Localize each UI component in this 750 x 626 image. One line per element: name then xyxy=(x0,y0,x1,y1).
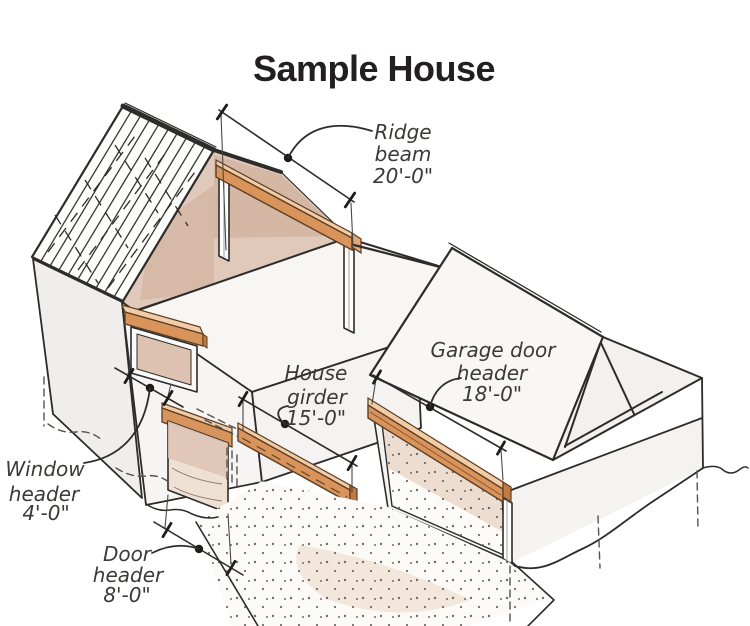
svg-text:Window: Window xyxy=(5,457,85,481)
svg-text:15'-0": 15'-0" xyxy=(286,406,346,430)
house-left-wall xyxy=(32,258,143,499)
svg-text:18'-0": 18'-0" xyxy=(462,382,522,406)
svg-text:beam: beam xyxy=(375,142,432,166)
garage-ridge-line xyxy=(448,242,602,333)
label-window-header: Window header 4'-0" xyxy=(5,457,85,525)
svg-text:House: House xyxy=(285,361,348,385)
ridge-beam xyxy=(215,158,362,255)
garage-gable-truss xyxy=(552,336,703,461)
label-house-girder: House girder 15'-0" xyxy=(285,361,349,430)
garage-grade-line xyxy=(508,467,704,570)
label-ridge-beam: Ridge beam 20'-0" xyxy=(373,120,433,188)
ridge-continuation-line xyxy=(352,243,450,271)
dimension-window-header xyxy=(83,361,184,464)
svg-text:header: header xyxy=(457,361,529,385)
garage-gable-end-wall xyxy=(506,418,703,564)
roof-bracing-lines xyxy=(47,131,199,289)
svg-text:4'-0": 4'-0" xyxy=(22,501,69,525)
garage-structure xyxy=(367,242,704,570)
dimension-house-girder xyxy=(237,390,358,493)
svg-text:Ridge: Ridge xyxy=(374,120,431,144)
svg-text:girder: girder xyxy=(287,385,348,409)
garage-door-opening xyxy=(381,423,507,557)
interior-wash-patch xyxy=(140,185,214,300)
label-garage-door-header: Garage door header 18'-0" xyxy=(431,338,558,406)
window-header xyxy=(120,304,208,349)
page-title: Sample House xyxy=(253,48,495,89)
dimension-garage-door-header xyxy=(371,369,507,481)
garage-corner-post xyxy=(502,497,513,565)
svg-text:header: header xyxy=(93,563,165,587)
ridge-board-edge xyxy=(120,103,217,153)
hidden-framing-dashes xyxy=(196,408,244,490)
roof-deck-boards xyxy=(40,109,206,298)
svg-text:20'-0": 20'-0" xyxy=(373,164,433,188)
svg-text:Door: Door xyxy=(103,542,153,566)
grade-and-foundation-lines xyxy=(43,376,749,623)
window xyxy=(130,326,198,393)
label-door-header: Door header 8'-0" xyxy=(93,542,165,607)
ridge-board-cut-edge xyxy=(212,148,283,174)
svg-text:8'-0": 8'-0" xyxy=(103,583,150,607)
house-structure xyxy=(30,102,450,514)
driveway xyxy=(195,481,555,626)
dimension-ridge-beam xyxy=(215,103,373,251)
dimension-door-header xyxy=(151,494,244,577)
door-opening xyxy=(167,420,229,514)
rear-roof-sliver xyxy=(124,102,217,148)
svg-text:header: header xyxy=(9,482,81,506)
svg-text:Garage door: Garage door xyxy=(431,338,558,362)
garage-door-header xyxy=(367,396,512,504)
